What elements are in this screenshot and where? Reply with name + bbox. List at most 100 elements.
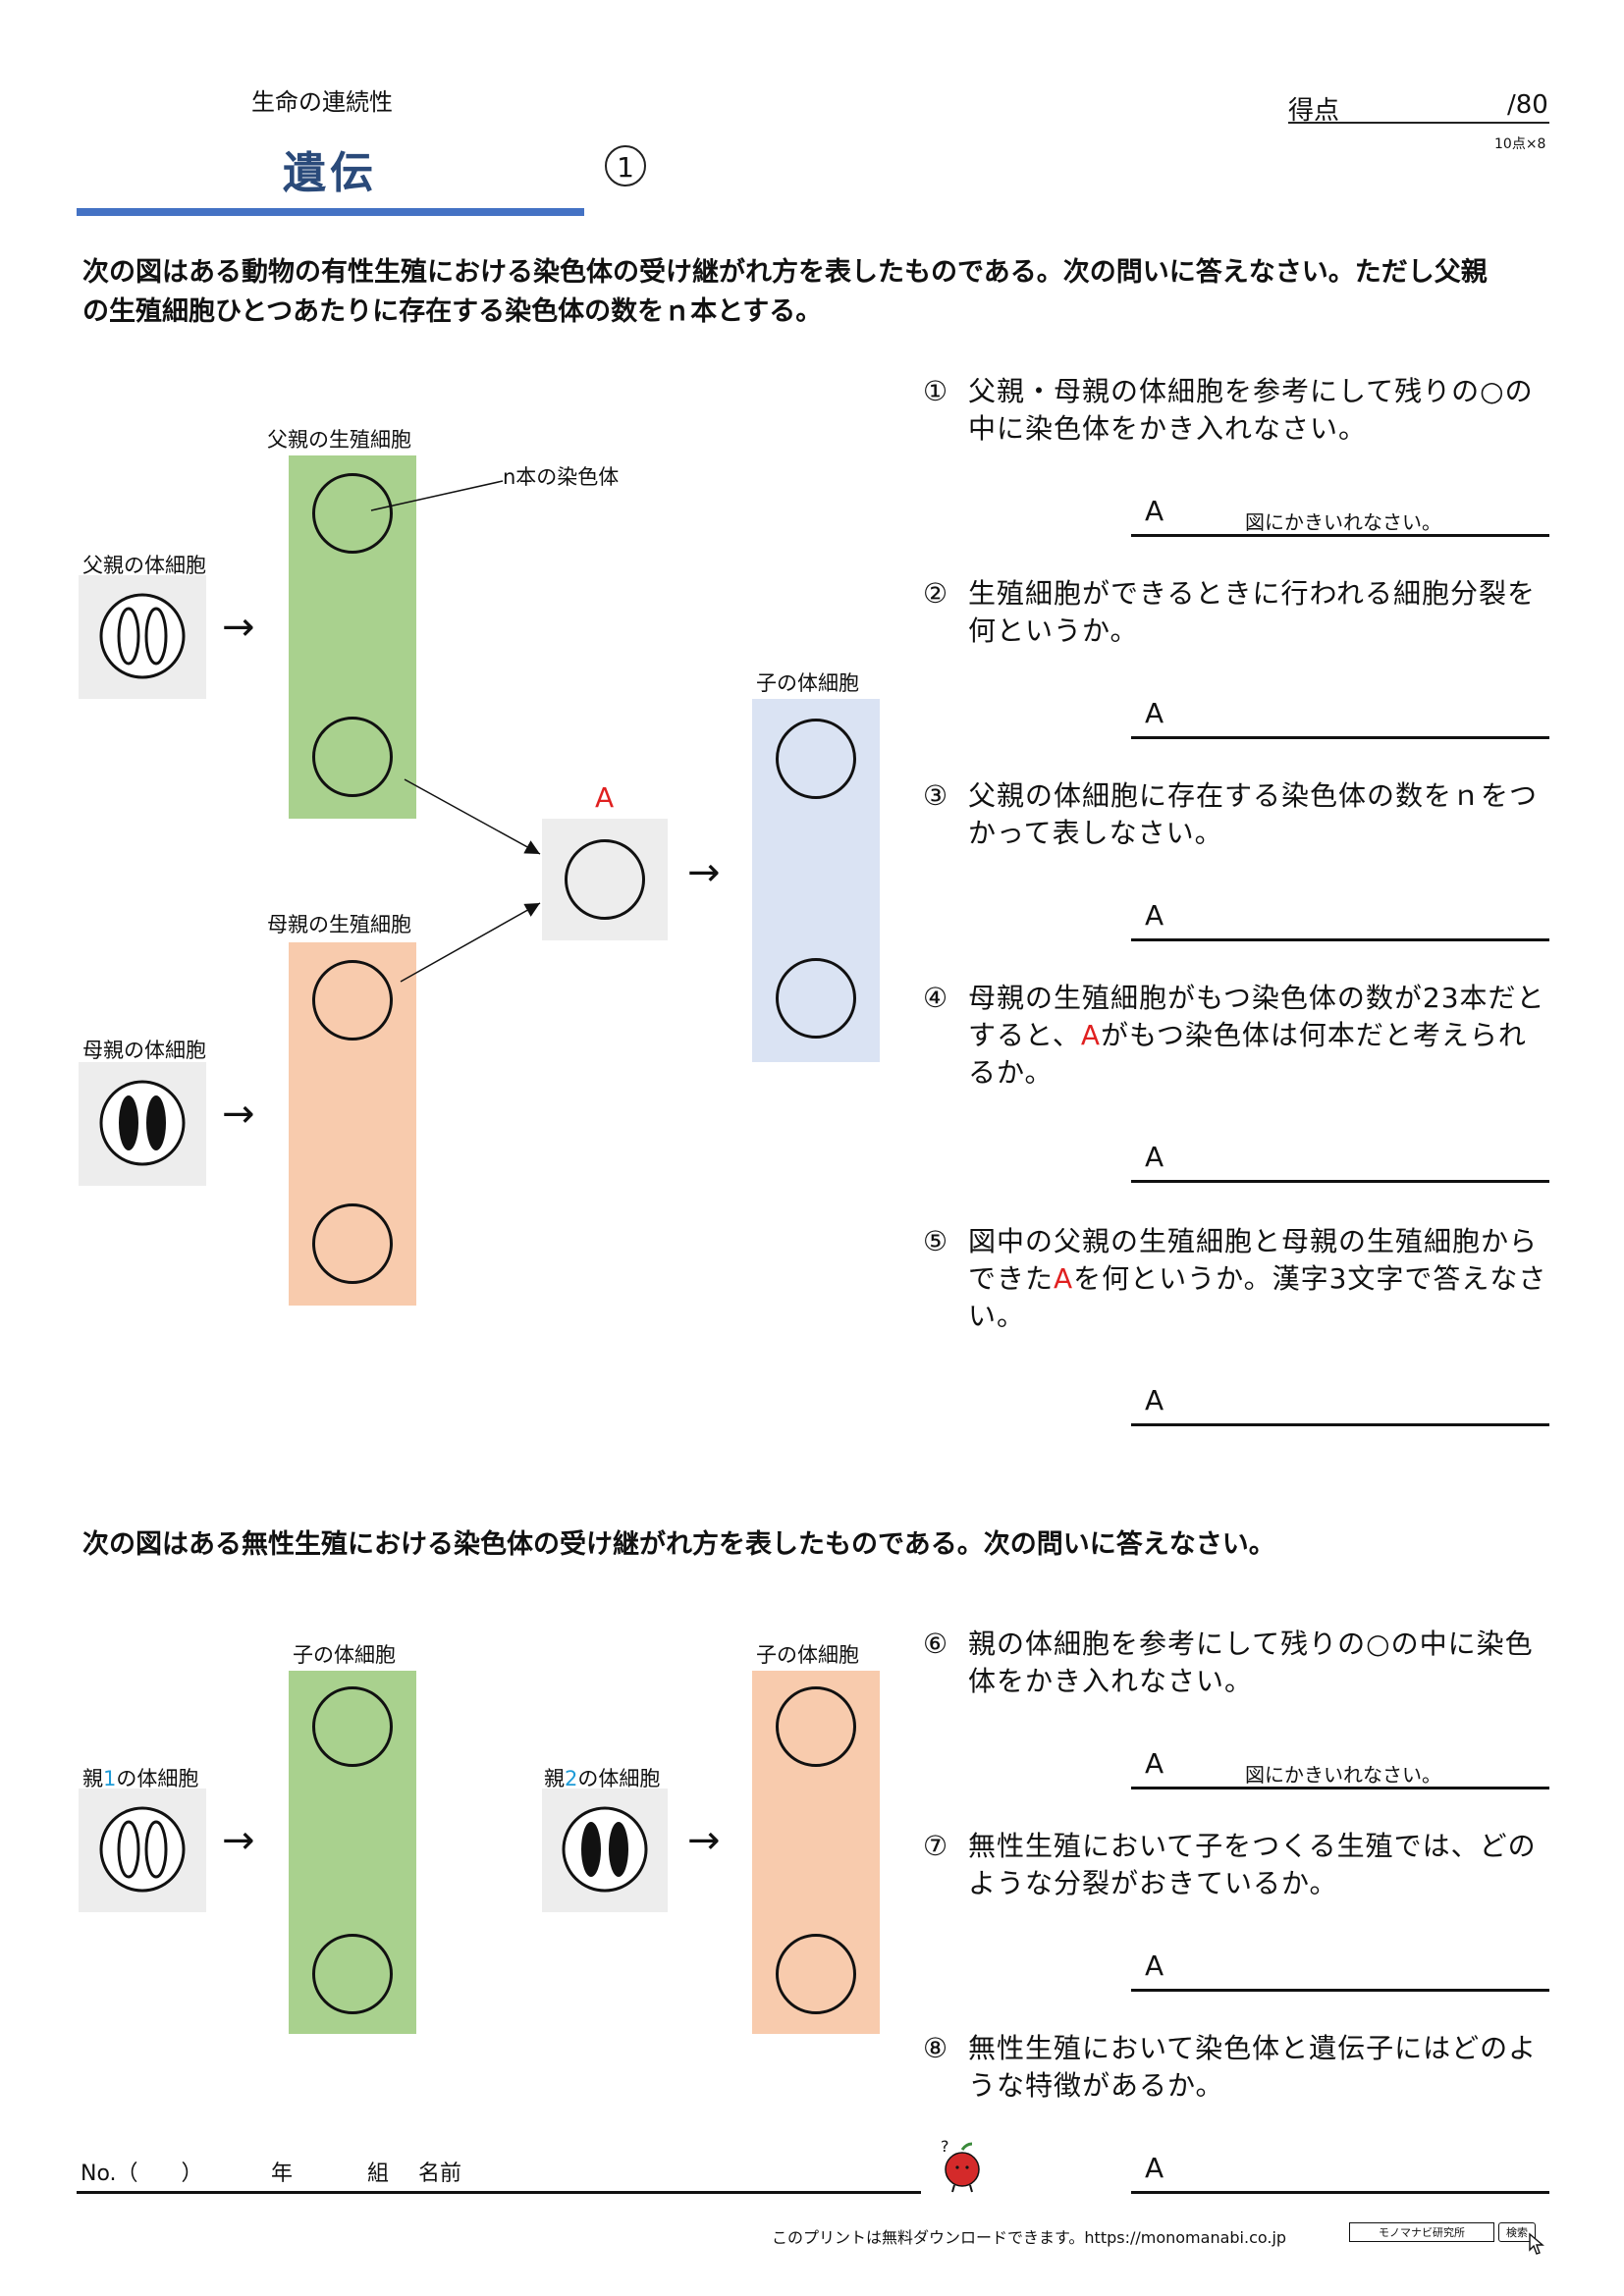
q3: ③ 父親の体細胞に存在する染色体の数をｎをつかって表しなさい。 bbox=[923, 777, 1551, 852]
parent2-cell bbox=[562, 1806, 648, 1893]
q2-answer-line[interactable] bbox=[1131, 736, 1549, 739]
right-arrow-icon: → bbox=[687, 850, 721, 895]
q1-answer-hint: 図にかきいれなさい。 bbox=[1245, 510, 1441, 534]
q1-answer-line[interactable] bbox=[1131, 534, 1549, 537]
section2-instruction: 次の図はある無性生殖における染色体の受け継がれ方を表したものである。次の問いに答… bbox=[82, 1529, 1275, 1560]
q8-answer-line[interactable] bbox=[1131, 2191, 1549, 2194]
score-note: 10点×8 bbox=[1494, 136, 1546, 152]
child-somatic-column bbox=[752, 699, 880, 1062]
n-chromosomes-label: n本の染色体 bbox=[503, 465, 620, 489]
q5-number: ⑤ bbox=[923, 1225, 949, 1257]
child-cell-2 bbox=[776, 958, 856, 1039]
child1-cell-2 bbox=[312, 1934, 393, 2014]
q5-text-after: を何というか。漢字3文字で答えなさい。 bbox=[968, 1262, 1547, 1332]
q1: ① 父親・母親の体細胞を参考にして残りの○の中に染色体をかき入れなさい。 bbox=[923, 373, 1551, 448]
mother-germ-column bbox=[289, 942, 416, 1306]
name-field-line[interactable] bbox=[77, 2191, 921, 2194]
score-max: /80 bbox=[1507, 90, 1548, 120]
parent1-cell bbox=[99, 1806, 186, 1893]
q1-number: ① bbox=[923, 375, 949, 407]
q5-answer-line[interactable] bbox=[1131, 1423, 1549, 1426]
mother-somatic-cell bbox=[99, 1080, 186, 1166]
parent2-number: 2 bbox=[565, 1767, 578, 1790]
q2-answer-label: A bbox=[1145, 697, 1164, 729]
search-box[interactable]: モノマナビ研究所 bbox=[1349, 2222, 1494, 2242]
q5-text-before: 図中の父親の生殖細胞と母親の生殖細胞からできた bbox=[968, 1225, 1539, 1295]
parent2-label-post: の体細胞 bbox=[577, 1767, 661, 1790]
right-arrow-icon: → bbox=[222, 1818, 255, 1863]
name-label: 名前 bbox=[418, 2162, 462, 2186]
q5-answer-label: A bbox=[1145, 1384, 1164, 1416]
score-label: 得点 bbox=[1288, 96, 1340, 126]
q8-text: 無性生殖において染色体と遺伝子にはどのような特徴があるか。 bbox=[968, 2032, 1538, 2102]
q7-answer-line[interactable] bbox=[1131, 1989, 1549, 1992]
q6-number: ⑥ bbox=[923, 1628, 949, 1660]
child1-column bbox=[289, 1671, 416, 2034]
q6-answer-line[interactable] bbox=[1131, 1787, 1549, 1789]
class-label: 組 bbox=[367, 2162, 390, 2186]
q4-text-before: 母親の生殖細胞がもつ染色体の数が23本だとすると、 bbox=[968, 982, 1545, 1051]
q5: ⑤ 図中の父親の生殖細胞と母親の生殖細胞からできたAを何というか。漢字3文字で答… bbox=[923, 1223, 1551, 1335]
search-button[interactable]: 検索 bbox=[1498, 2222, 1536, 2242]
q3-text: 父親の体細胞に存在する染色体の数をｎをつかって表しなさい。 bbox=[968, 779, 1539, 849]
q6: ⑥ 親の体細胞を参考にして残りの○の中に染色体をかき入れなさい。 bbox=[923, 1626, 1551, 1700]
q8: ⑧ 無性生殖において染色体と遺伝子にはどのような特徴があるか。 bbox=[923, 2030, 1551, 2105]
q1-answer-label: A bbox=[1145, 495, 1164, 527]
child2-cell-2 bbox=[776, 1934, 856, 2014]
q8-number: ⑧ bbox=[923, 2032, 949, 2064]
page-title: 遺伝 bbox=[283, 148, 377, 198]
right-arrow-icon: → bbox=[222, 1092, 255, 1137]
child-somatic-label: 子の体細胞 bbox=[756, 671, 859, 695]
q4-text-after: がもつ染色体は何本だと考えられるか。 bbox=[968, 1019, 1527, 1089]
unit-number-badge: 1 bbox=[605, 145, 646, 187]
q4-a-marker: A bbox=[1080, 1019, 1102, 1051]
mother-germ-cell-2 bbox=[312, 1203, 393, 1284]
father-germ-column bbox=[289, 455, 416, 819]
section2-drawing bbox=[99, 1806, 648, 1893]
n-pointer-line bbox=[370, 480, 504, 511]
father-germ-label: 父親の生殖細胞 bbox=[267, 428, 411, 452]
q4-answer-label: A bbox=[1145, 1141, 1164, 1173]
q1-text: 父親・母親の体細胞を参考にして残りの○の中に染色体をかき入れなさい。 bbox=[968, 375, 1534, 445]
q6-answer-hint: 図にかきいれなさい。 bbox=[1245, 1763, 1441, 1787]
student-no-label: No.（ ） bbox=[81, 2162, 203, 2186]
mother-somatic-label: 母親の体細胞 bbox=[82, 1039, 206, 1062]
q7: ⑦ 無性生殖において子をつくる生殖では、どのような分裂がおきているか。 bbox=[923, 1828, 1551, 1902]
parent2-label-pre: 親 bbox=[544, 1767, 565, 1790]
q4-answer-line[interactable] bbox=[1131, 1180, 1549, 1183]
q2-text: 生殖細胞ができるときに行われる細胞分裂を何というか。 bbox=[968, 577, 1537, 647]
q5-text: 図中の父親の生殖細胞と母親の生殖細胞からできたAを何というか。漢字3文字で答えな… bbox=[968, 1223, 1551, 1335]
q4-text: 母親の生殖細胞がもつ染色体の数が23本だとすると、Aがもつ染色体は何本だと考えら… bbox=[968, 980, 1551, 1092]
right-arrow-icon: → bbox=[222, 605, 255, 650]
parent1-label: 親1の体細胞 bbox=[82, 1763, 198, 1792]
father-germ-cell-1 bbox=[312, 473, 393, 554]
child2-label: 子の体細胞 bbox=[756, 1643, 859, 1667]
q3-answer-label: A bbox=[1145, 899, 1164, 932]
child-cell-1 bbox=[776, 719, 856, 799]
q3-number: ③ bbox=[923, 779, 949, 812]
section1-drawing bbox=[99, 480, 541, 1166]
q7-answer-label: A bbox=[1145, 1949, 1164, 1982]
father-germ-cell-2 bbox=[312, 717, 393, 797]
father-somatic-cell bbox=[99, 593, 186, 679]
q4: ④ 母親の生殖細胞がもつ染色体の数が23本だとすると、Aがもつ染色体は何本だと考… bbox=[923, 980, 1551, 1092]
a-marker-label: A bbox=[595, 781, 615, 814]
apple-icon: ? bbox=[941, 2137, 980, 2193]
q4-number: ④ bbox=[923, 982, 949, 1014]
father-to-zygote-arrow bbox=[404, 778, 541, 855]
q8-answer-label: A bbox=[1145, 2152, 1164, 2184]
q3-answer-line[interactable] bbox=[1131, 938, 1549, 941]
child2-cell-1 bbox=[776, 1686, 856, 1767]
q6-answer-label: A bbox=[1145, 1747, 1164, 1780]
zygote-box bbox=[542, 819, 668, 940]
year-label: 年 bbox=[271, 2162, 294, 2186]
child1-label: 子の体細胞 bbox=[293, 1643, 396, 1667]
mother-to-zygote-arrow bbox=[400, 902, 541, 983]
child2-column bbox=[752, 1671, 880, 2034]
mother-germ-label: 母親の生殖細胞 bbox=[267, 913, 411, 936]
right-arrow-icon: → bbox=[687, 1818, 721, 1863]
q7-number: ⑦ bbox=[923, 1830, 949, 1862]
q7-text: 無性生殖において子をつくる生殖では、どのような分裂がおきているか。 bbox=[968, 1830, 1537, 1899]
q2: ② 生殖細胞ができるときに行われる細胞分裂を何というか。 bbox=[923, 575, 1551, 650]
